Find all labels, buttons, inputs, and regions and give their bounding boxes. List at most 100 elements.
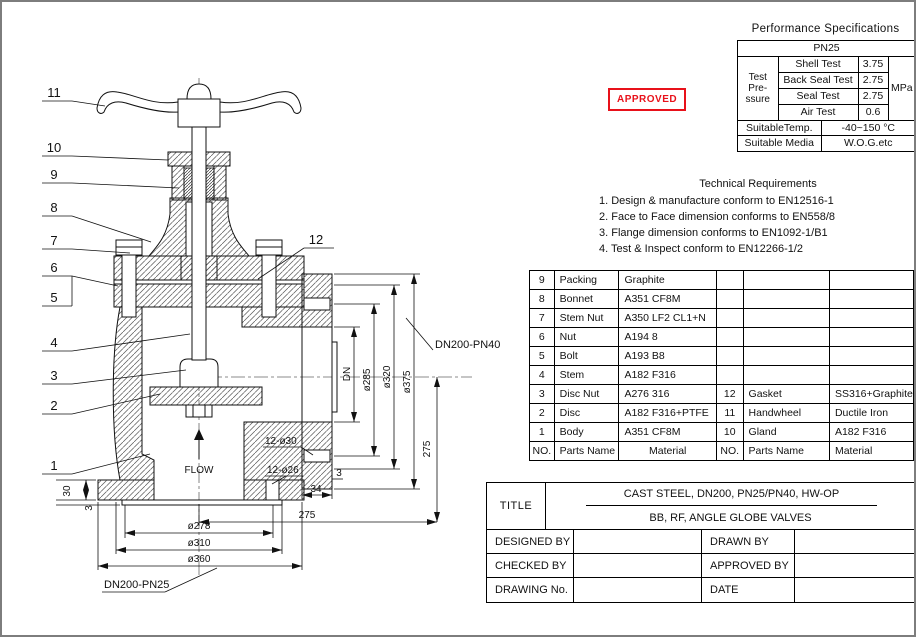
media-value: W.O.G.etc bbox=[820, 135, 914, 151]
part-name: Gasket bbox=[742, 384, 830, 404]
designed-by-label: DESIGNED BY bbox=[487, 530, 574, 554]
callout-4: 4 bbox=[50, 335, 57, 350]
empty-cell bbox=[828, 365, 914, 385]
empty-cell bbox=[742, 327, 830, 347]
approved-by-value bbox=[795, 554, 914, 578]
part-no: 5 bbox=[529, 346, 555, 366]
empty-cell bbox=[715, 365, 744, 385]
dim-3-left: 3 bbox=[84, 505, 95, 511]
part-no: 2 bbox=[529, 403, 555, 423]
empty-cell bbox=[742, 365, 830, 385]
table-row: 2 Disc A182 F316+PTFE 11 Handwheel Ducti… bbox=[529, 403, 914, 423]
flow-arrow: FLOW bbox=[185, 429, 214, 476]
date-label: DATE bbox=[702, 578, 795, 602]
part-name: Gland bbox=[742, 422, 830, 442]
test-pressure-label: Test Pre- ssure bbox=[738, 55, 779, 121]
empty-cell bbox=[828, 270, 914, 290]
stem bbox=[191, 97, 207, 361]
disc-hex-nut bbox=[185, 404, 213, 418]
test-name: Seal Test bbox=[778, 87, 859, 105]
drawn-by-value bbox=[795, 530, 914, 554]
empty-cell bbox=[715, 289, 744, 309]
part-material: A182 F316+PTFE bbox=[618, 403, 717, 423]
valve-cross-section: FLOW bbox=[42, 78, 500, 593]
empty-cell bbox=[742, 289, 830, 309]
part-name: Disc Nut bbox=[553, 384, 620, 404]
test-pressure-line1: Test bbox=[748, 71, 767, 83]
technical-requirement: 4. Test & Inspect conform to EN12266-1/2 bbox=[599, 243, 804, 255]
dimension-lines: ø278 ø310 ø360 275 275 DN ø285 ø320 ø375… bbox=[56, 273, 500, 593]
part-name: Disc bbox=[553, 403, 620, 423]
callout-12: 12 bbox=[309, 232, 323, 247]
table-row: 6 Nut A194 8 bbox=[529, 327, 914, 347]
bolt-hole-side-top bbox=[303, 297, 331, 311]
parts-table: 9 Packing Graphite 8 Bonnet A351 CF8M 7 … bbox=[529, 270, 914, 461]
header-material: Material bbox=[618, 441, 717, 461]
checked-by-label: CHECKED BY bbox=[487, 554, 574, 578]
part-no: 12 bbox=[715, 384, 744, 404]
dim-34: 34 bbox=[310, 484, 322, 495]
dim-320: ø320 bbox=[382, 365, 393, 388]
raised-face-bottom bbox=[121, 499, 283, 506]
packing-right bbox=[205, 167, 215, 201]
table-row: 3 Disc Nut A276 316 12 Gasket SS316+Grap… bbox=[529, 384, 914, 404]
part-material: SS316+Graphite bbox=[828, 384, 914, 404]
test-name: Back Seal Test bbox=[778, 71, 859, 89]
part-no: 1 bbox=[529, 422, 555, 442]
empty-cell bbox=[828, 327, 914, 347]
disc bbox=[149, 358, 263, 418]
drawing-no-label: DRAWING No. bbox=[487, 578, 574, 602]
packing-left bbox=[183, 167, 193, 201]
empty-cell bbox=[742, 270, 830, 290]
part-name: Bolt bbox=[553, 346, 620, 366]
part-material: A193 B8 bbox=[618, 346, 717, 366]
header-no: NO. bbox=[529, 441, 555, 461]
date-value bbox=[795, 578, 914, 602]
part-no: 3 bbox=[529, 384, 555, 404]
empty-cell bbox=[828, 289, 914, 309]
part-material: A351 CF8M bbox=[618, 422, 717, 442]
part-no: 4 bbox=[529, 365, 555, 385]
part-material: Graphite bbox=[618, 270, 717, 290]
temp-label: SuitableTemp. bbox=[738, 120, 822, 136]
callout-6: 6 bbox=[50, 260, 57, 275]
table-row: 5 Bolt A193 B8 bbox=[529, 346, 914, 366]
drawing-title-line1: CAST STEEL, DN200, PN25/PN40, HW-OP bbox=[586, 483, 877, 506]
empty-cell bbox=[715, 308, 744, 328]
part-no: 8 bbox=[529, 289, 555, 309]
drawn-by-label: DRAWN BY bbox=[702, 530, 795, 554]
label-dn200-pn40: DN200-PN40 bbox=[435, 339, 500, 351]
temp-value: -40~150 °C bbox=[820, 120, 914, 136]
header-material: Material bbox=[828, 441, 914, 461]
designed-by-value bbox=[574, 530, 702, 554]
part-no: 6 bbox=[529, 327, 555, 347]
callout-5: 5 bbox=[50, 290, 57, 305]
empty-cell bbox=[715, 270, 744, 290]
table-row: 9 Packing Graphite bbox=[529, 270, 914, 290]
table-row: 8 Bonnet A351 CF8M bbox=[529, 289, 914, 309]
empty-cell bbox=[828, 346, 914, 366]
body-left-wall bbox=[112, 306, 155, 481]
table-row: 7 Stem Nut A350 LF2 CL1+N bbox=[529, 308, 914, 328]
drawing-no-value bbox=[574, 578, 702, 602]
part-material: A182 F316 bbox=[828, 422, 914, 442]
performance-specs-title: Performance Specifications bbox=[751, 23, 900, 35]
callout-1: 1 bbox=[50, 458, 57, 473]
header-no: NO. bbox=[715, 441, 744, 461]
drawing-title-line2: BB, RF, ANGLE GLOBE VALVES bbox=[649, 512, 812, 524]
table-row: 4 Stem A182 F316 bbox=[529, 365, 914, 385]
part-material: A351 CF8M bbox=[618, 289, 717, 309]
test-name: Shell Test bbox=[777, 55, 859, 73]
callout-8: 8 bbox=[50, 200, 57, 215]
disc-nut bbox=[179, 358, 219, 388]
title-block: TITLE CAST STEEL, DN200, PN25/PN40, HW-O… bbox=[486, 482, 914, 603]
part-material: Ductile Iron bbox=[828, 403, 914, 423]
technical-requirement: 1. Design & manufacture conform to EN125… bbox=[599, 195, 834, 207]
outlet-flange bbox=[301, 273, 338, 490]
part-material: A276 316 bbox=[618, 384, 717, 404]
empty-cell bbox=[742, 346, 830, 366]
header-parts-name: Parts Name bbox=[553, 441, 620, 461]
test-name: Air Test bbox=[778, 103, 859, 121]
part-material: A194 8 bbox=[618, 327, 717, 347]
